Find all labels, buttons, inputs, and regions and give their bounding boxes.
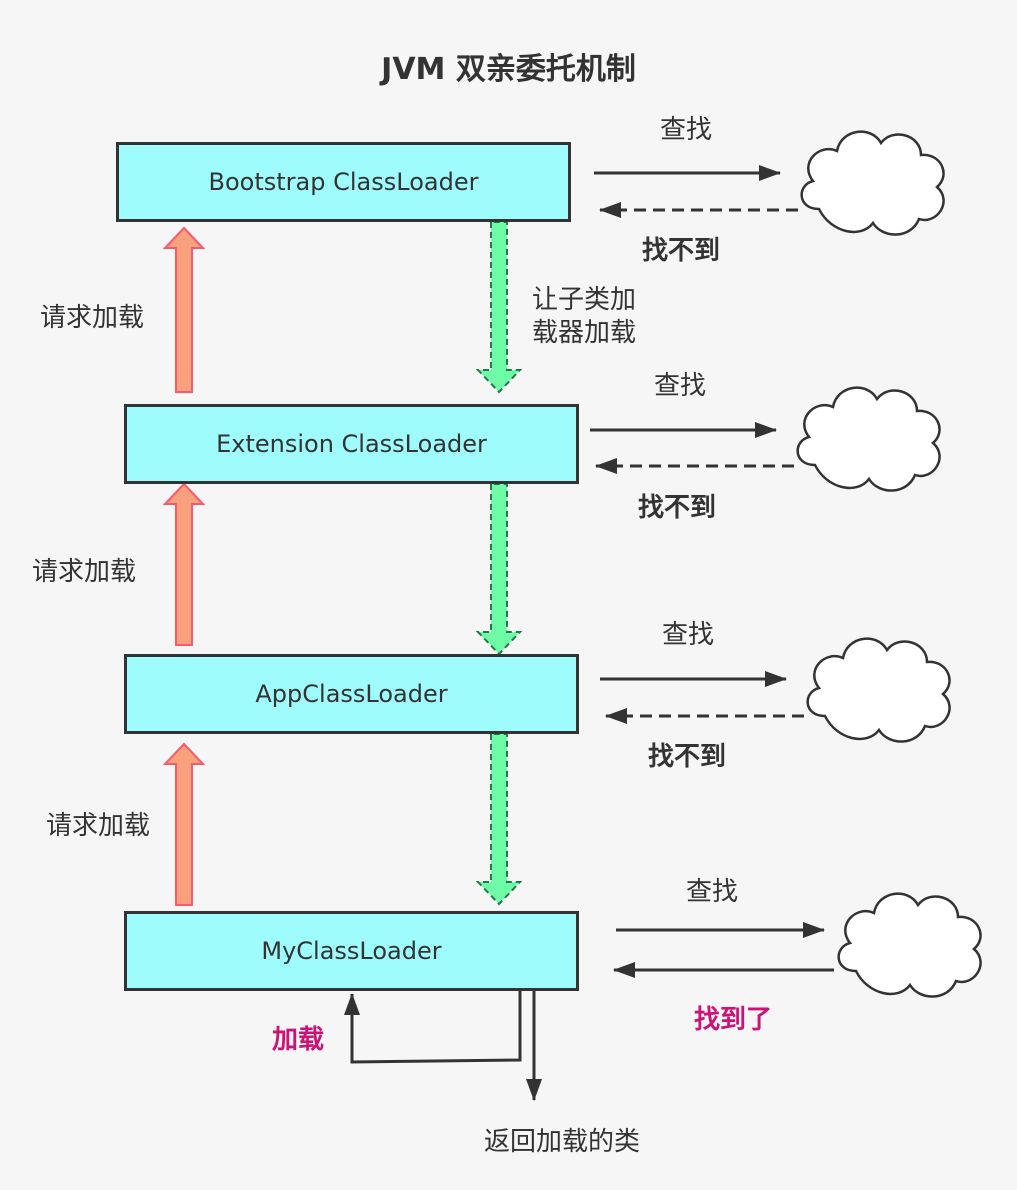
extension-classloader-box: Extension ClassLoader [124, 404, 579, 484]
delegate-child-label: 让子类加 载器加载 [532, 285, 637, 348]
find-label-3: 查找 [662, 620, 715, 650]
request-up-arrow-2 [162, 482, 206, 646]
load-loop-arrow [344, 990, 522, 1064]
not-found-label-2: 找不到 [638, 493, 717, 523]
find-label-2: 查找 [654, 371, 707, 401]
request-up-arrow-3 [162, 742, 206, 906]
cloud-3 [806, 637, 951, 743]
not-found-label-1: 找不到 [642, 236, 721, 266]
find-label-4: 查找 [686, 877, 739, 907]
request-load-label-2: 请求加载 [32, 557, 137, 587]
my-classloader-box: MyClassLoader [124, 911, 579, 991]
delegate-down-arrow-1 [475, 221, 523, 394]
app-classloader-box: AppClassLoader [124, 654, 579, 734]
request-up-arrow-1 [162, 226, 206, 393]
delegate-down-arrow-2 [475, 483, 523, 656]
request-load-label-3: 请求加载 [46, 811, 151, 841]
not-found-label-3: 找不到 [648, 742, 727, 772]
diagram-title: JVM 双亲委托机制 [381, 52, 636, 87]
delegate-down-arrow-3 [475, 733, 523, 906]
cloud-2 [796, 386, 941, 492]
return-class-label: 返回加载的类 [484, 1127, 641, 1157]
bootstrap-classloader-box: Bootstrap ClassLoader [116, 142, 571, 222]
cloud-1 [800, 130, 945, 236]
find-label-1: 查找 [660, 115, 713, 145]
found-label: 找到了 [694, 1005, 773, 1035]
load-label: 加载 [272, 1025, 325, 1055]
request-load-label-1: 请求加载 [40, 303, 145, 333]
cloud-4 [837, 892, 982, 998]
